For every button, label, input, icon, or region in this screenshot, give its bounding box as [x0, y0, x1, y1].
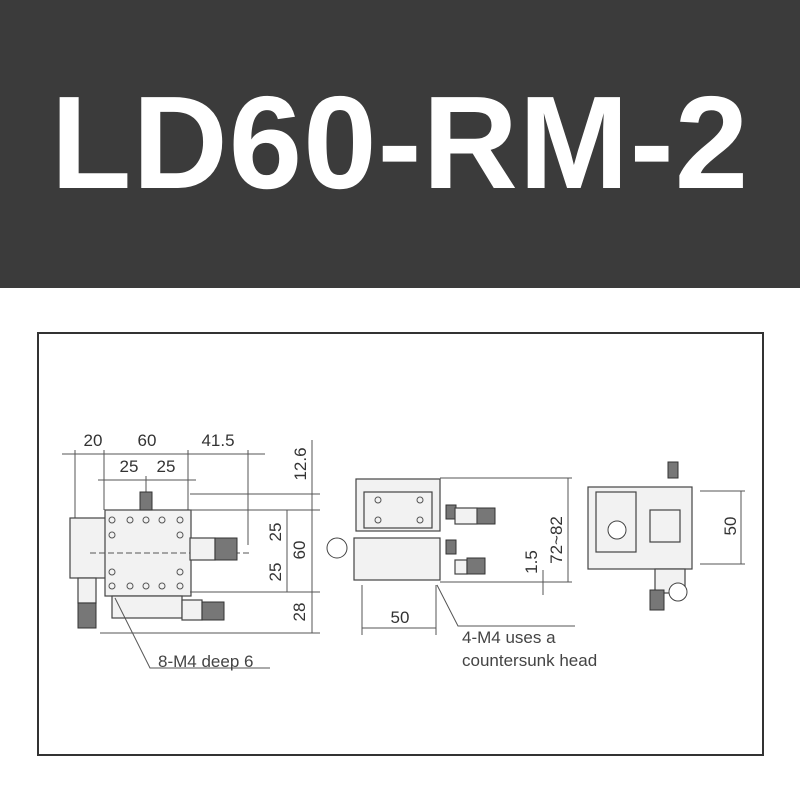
note-4-m4-line2: countersunk head: [462, 651, 597, 670]
dim-20: 20: [84, 431, 103, 450]
dim-50-base: 50: [391, 608, 410, 627]
dim-25-right: 25: [157, 457, 176, 476]
dim-12-6: 12.6: [291, 447, 310, 480]
end-view: 50: [587, 461, 745, 611]
title-banner: LD60-RM-2: [0, 0, 800, 288]
dim-60: 60: [138, 431, 157, 450]
dim-1-5: 1.5: [522, 550, 541, 574]
drawing-frame: [37, 332, 764, 756]
note-8-m4: 8-M4 deep 6: [158, 652, 253, 671]
dim-41-5: 41.5: [201, 431, 234, 450]
dim-60-vertical: 60: [290, 541, 309, 560]
dim-50-end: 50: [721, 517, 740, 536]
dim-28: 28: [290, 603, 309, 622]
dim-25-lower: 25: [266, 563, 285, 582]
dim-25-upper: 25: [266, 523, 285, 542]
dim-25-left: 25: [120, 457, 139, 476]
product-title: LD60-RM-2: [50, 68, 750, 216]
top-view: 20 60 41.5 25 25 12.6 25 60 25 28 8-M4 d…: [62, 431, 320, 671]
dim-72-82: 72~82: [547, 516, 566, 564]
side-view: 50 1.5 72~82 4-M4 uses a countersunk hea…: [326, 477, 597, 670]
note-4-m4-line1: 4-M4 uses a: [462, 628, 556, 647]
